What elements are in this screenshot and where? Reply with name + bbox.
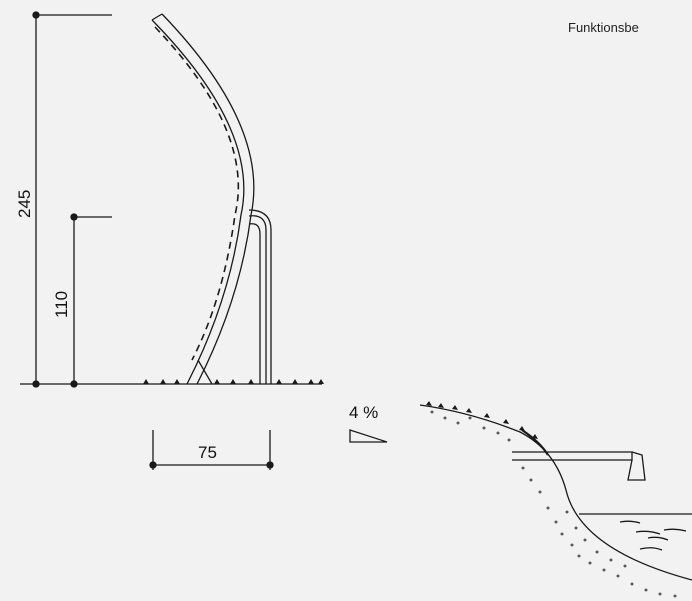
dimension-height-total [32, 11, 112, 388]
label-base-width: 75 [198, 443, 217, 462]
slide-body [151, 13, 255, 385]
page-title: Funktionsbe [568, 20, 639, 35]
dimension-base-width [149, 430, 274, 470]
water-pipe [248, 209, 272, 384]
label-height-total: 245 [15, 190, 34, 218]
slope-triangle-icon [349, 429, 388, 443]
soil-speckles [430, 410, 677, 598]
label-height-pipe: 110 [52, 291, 71, 318]
dimension-height-pipe [70, 213, 112, 388]
label-slope: 4 % [349, 403, 378, 422]
pool-grass [426, 401, 538, 439]
ground-line [20, 379, 324, 385]
ground-hatching [143, 379, 324, 384]
pool-section [419, 404, 692, 581]
